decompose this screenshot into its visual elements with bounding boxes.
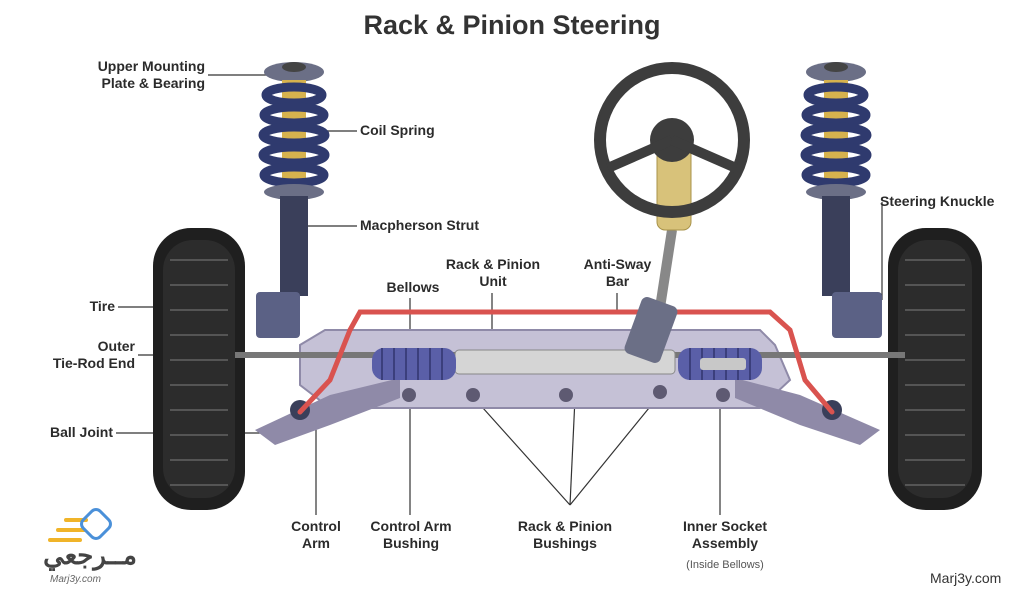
steering-column [594,62,750,363]
label-inner-socket-note: (Inside Bellows) [686,559,764,571]
label-control-arm: Control Arm [291,518,341,551]
rack-assembly [235,348,905,380]
brand-arabic: مــرجعي [43,540,137,570]
diagram-title: Rack & Pinion Steering [363,10,661,40]
label-steering-knuckle: Steering Knuckle [880,193,995,209]
right-strut [800,62,882,338]
label-tire: Tire [89,298,115,314]
label-inner-socket-assembly: Inner Socket Assembly [682,518,768,551]
label-anti-sway-bar: Anti-Sway Bar [583,256,652,289]
label-macpherson-strut: Macpherson Strut [360,217,480,233]
label-control-arm-bushing: Control Arm Bushing [370,518,452,551]
left-tire [153,228,245,510]
label-rack-pinion-unit: Rack & Pinion Unit [445,256,541,289]
label-coil-spring: Coil Spring [360,122,435,138]
right-tire [888,228,982,510]
brand-watermark: Marj3y.com [930,570,1002,586]
label-upper-mount: Upper Mounting Plate & Bearing [97,58,205,91]
label-bellows: Bellows [386,279,440,295]
label-ball-joint: Ball Joint [49,424,113,440]
anti-sway-bar [297,309,835,415]
brand-latin: Marj3y.com [50,574,101,585]
label-rack-pinion-bushings: Rack & Pinion Bushings [517,518,613,551]
brand-logo-icon [48,508,112,542]
left-strut [256,62,330,338]
label-outer-tie-rod-end: Outer Tie-Rod End [52,338,135,371]
